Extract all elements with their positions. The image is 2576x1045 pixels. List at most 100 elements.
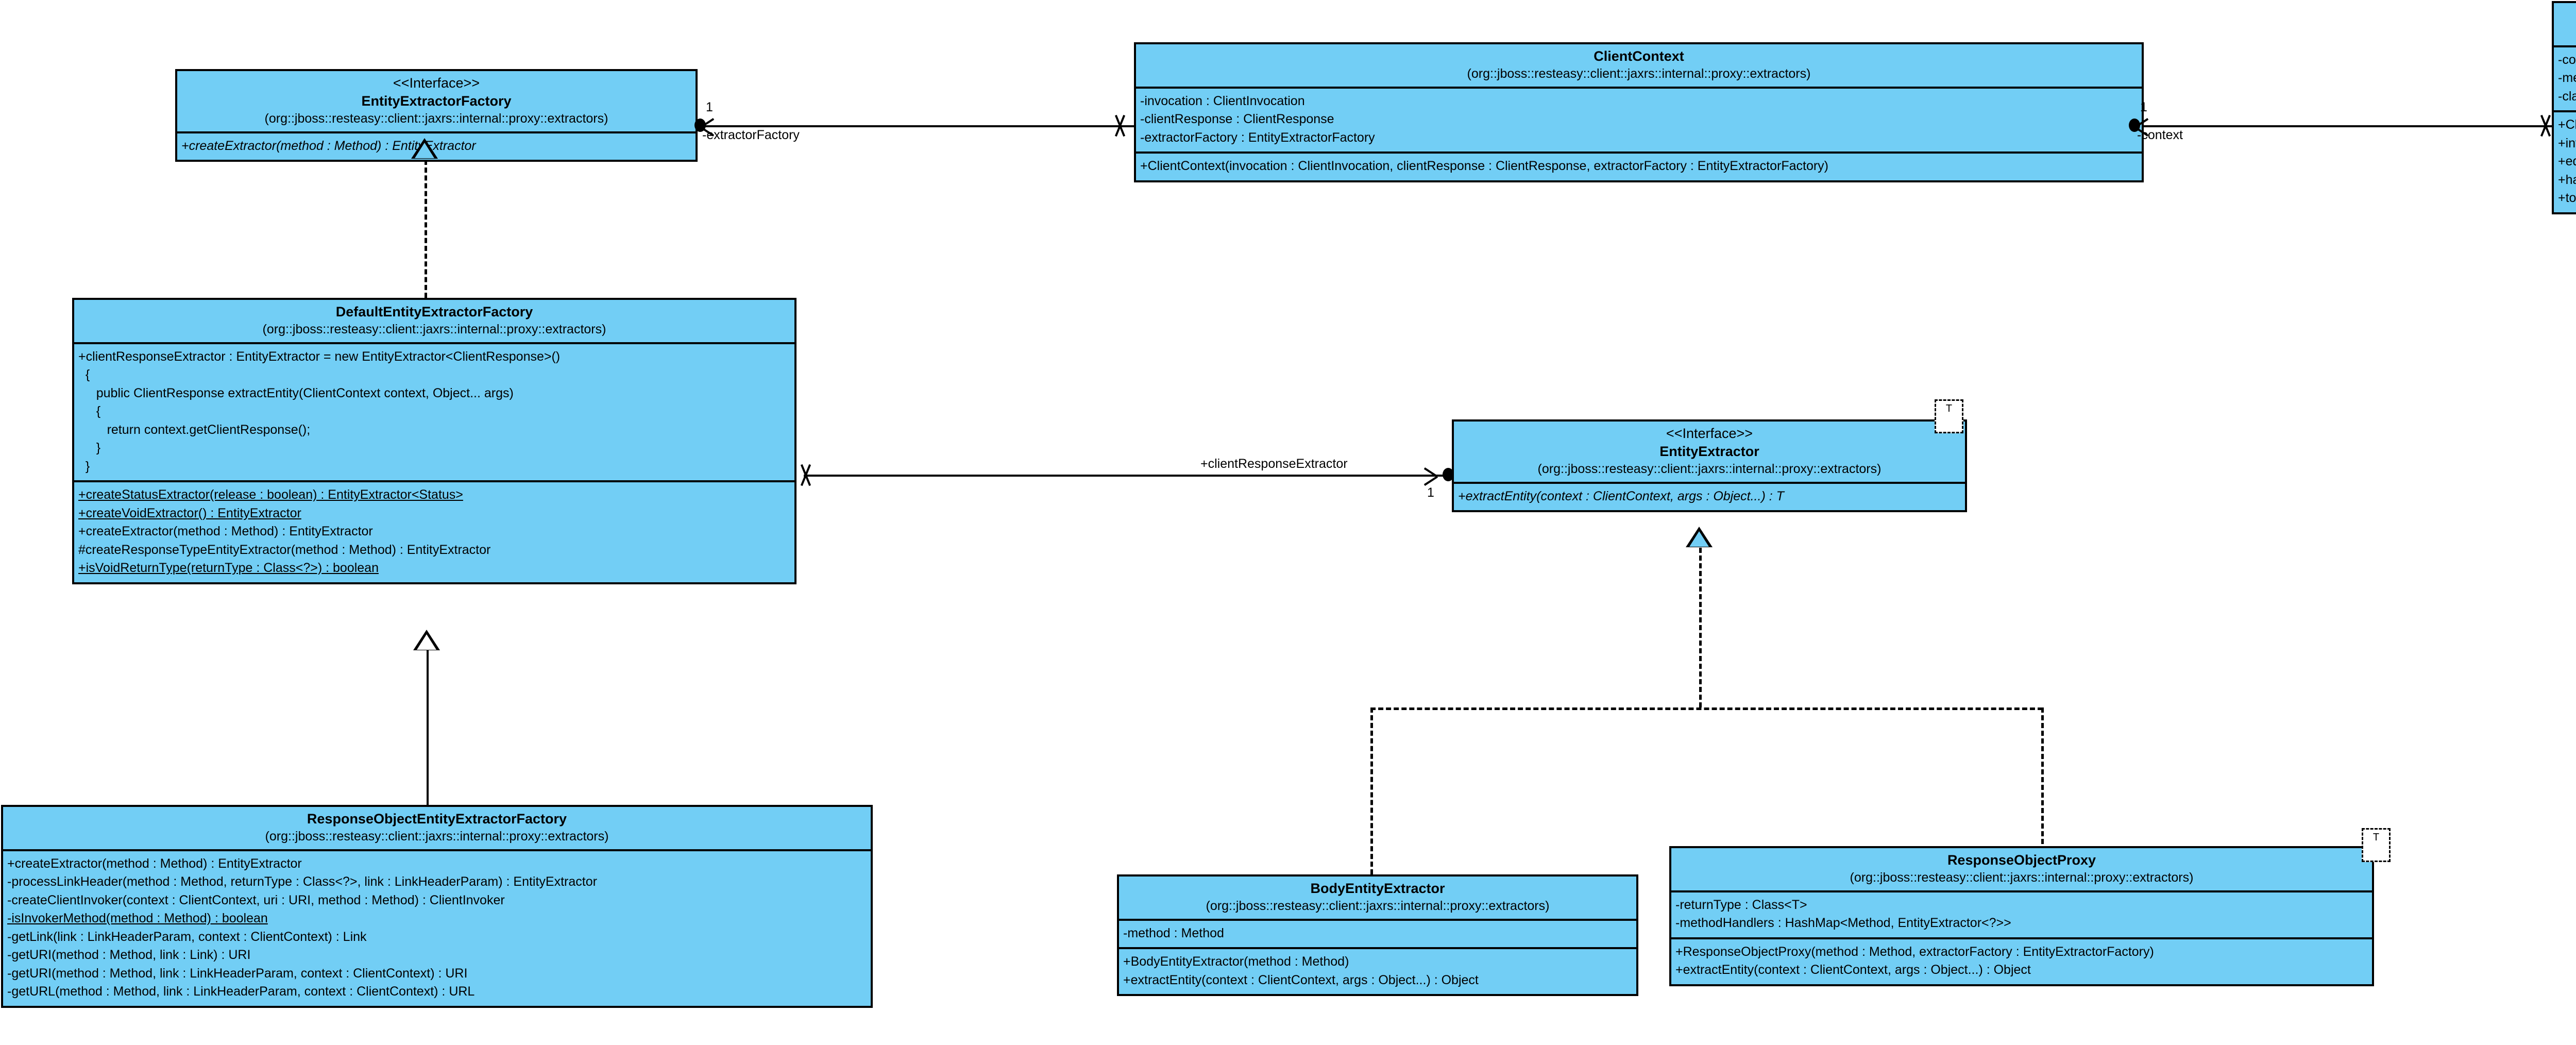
attribute-row: public ClientResponse extractEntity(Clie… xyxy=(78,385,514,400)
association-clientresponseextractor-multiplicity: 1 xyxy=(1427,485,1434,500)
class-entity-extractor-factory-operations: +createExtractor(method : Method) : Enti… xyxy=(177,133,696,160)
operation-row: +equals(obj : Object) : boolean xyxy=(2558,154,2576,169)
attribute-row: -method : Method xyxy=(1123,925,1224,940)
operation-row: +extractEntity(context : ClientContext, … xyxy=(1458,488,1784,503)
attribute-row: -context : ClientContext xyxy=(2558,52,2576,67)
class-response-object-proxy[interactable]: ResponseObjectProxy (org::jboss::resteas… xyxy=(1669,846,2374,986)
class-default-entity-extractor-factory-package: (org::jboss::resteasy::client::jaxrs::in… xyxy=(262,322,606,337)
class-entity-extractor-factory-name: EntityExtractorFactory xyxy=(361,93,512,109)
class-client-response-proxy-attributes: -context : ClientContext -methodMap : Ma… xyxy=(2554,47,2576,113)
operation-row: -getURI(method : Method, link : LinkHead… xyxy=(7,966,468,981)
operation-row: -processLinkHeader(method : Method, retu… xyxy=(7,874,597,889)
operation-row: +hashCode() : int xyxy=(2558,172,2576,187)
class-entity-extractor-operations: +extractEntity(context : ClientContext, … xyxy=(1454,484,1965,511)
class-entity-extractor-header: <<Interface>> EntityExtractor (org::jbos… xyxy=(1454,422,1965,484)
class-default-entity-extractor-factory[interactable]: DefaultEntityExtractorFactory (org::jbos… xyxy=(72,298,796,584)
class-client-context-name: ClientContext xyxy=(1594,48,1684,64)
operation-row: +ResponseObjectProxy(method : Method, ex… xyxy=(1675,944,2154,959)
class-client-context-operations: +ClientContext(invocation : ClientInvoca… xyxy=(1136,154,2142,180)
attribute-row: -clazz : Class<?> xyxy=(2558,89,2576,104)
operation-row: +toString() : String xyxy=(2558,191,2576,206)
class-response-object-proxy-name: ResponseObjectProxy xyxy=(1947,852,2096,868)
generalization-responsefactory-to-default-arrowhead xyxy=(413,630,440,650)
operation-row: -getURL(method : Method, link : LinkHead… xyxy=(7,984,475,999)
operation-row: -getURI(method : Method, link : Link) : … xyxy=(7,948,251,963)
realization-responseobjectproxy-branch xyxy=(2041,707,2044,852)
association-extractorfactory-line xyxy=(698,125,1151,127)
class-client-response-proxy-name: ClientResponseProxy xyxy=(2559,6,2576,24)
operation-row: +createExtractor(method : Method) : Enti… xyxy=(78,524,373,539)
association-clientresponseextractor-target-disc xyxy=(1443,468,1454,481)
class-client-response-proxy-package: (org::jboss::resteasy::client::jaxrs::in… xyxy=(2559,24,2576,41)
association-context-multiplicity: 1 xyxy=(2140,100,2147,114)
association-context-line xyxy=(2133,125,2576,127)
operation-row: #createResponseTypeEntityExtractor(metho… xyxy=(78,542,491,557)
operation-row: -getLink(link : LinkHeaderParam, context… xyxy=(7,929,367,944)
realization-entityextractor-crossbar xyxy=(1370,707,2043,710)
operation-row: +ClientContext(invocation : ClientInvoca… xyxy=(1140,159,1828,174)
operation-row: +extractEntity(context : ClientContext, … xyxy=(1675,963,2031,977)
operation-row: +createVoidExtractor() : EntityExtractor xyxy=(78,505,301,520)
class-body-entity-extractor[interactable]: BodyEntityExtractor (org::jboss::resteas… xyxy=(1117,874,1638,997)
class-default-entity-extractor-factory-header: DefaultEntityExtractorFactory (org::jbos… xyxy=(74,300,794,344)
class-body-entity-extractor-operations: +BodyEntityExtractor(method : Method) +e… xyxy=(1119,949,1636,994)
class-default-entity-extractor-factory-name: DefaultEntityExtractorFactory xyxy=(335,304,533,319)
attribute-row: -clientResponse : ClientResponse xyxy=(1140,112,1334,127)
template-parameter-label: T xyxy=(1945,403,1953,414)
realization-entityextractor-arrowhead xyxy=(1686,527,1713,547)
association-clientresponseextractor-nonnavigable-x xyxy=(796,464,814,486)
operation-row: +createStatusExtractor(release : boolean… xyxy=(78,487,463,502)
realization-entityextractor-trunk xyxy=(1699,548,1702,707)
class-entity-extractor[interactable]: <<Interface>> EntityExtractor (org::jbos… xyxy=(1452,419,1967,513)
class-client-response-proxy[interactable]: ClientResponseProxy (org::jboss::resteas… xyxy=(2552,1,2576,214)
attribute-row: -methodHandlers : HashMap<Method, Entity… xyxy=(1675,916,2011,931)
operation-row: +BodyEntityExtractor(method : Method) xyxy=(1123,954,1349,969)
realization-default-to-factory-arrowhead xyxy=(411,138,438,159)
class-entity-extractor-factory-header: <<Interface>> EntityExtractorFactory (or… xyxy=(177,71,696,133)
class-response-object-proxy-operations: +ResponseObjectProxy(method : Method, ex… xyxy=(1671,939,2372,984)
operation-row: +extractEntity(context : ClientContext, … xyxy=(1123,972,1479,987)
association-clientresponseextractor-line xyxy=(804,475,1453,477)
association-context-nonnavigable-x xyxy=(2536,114,2553,137)
class-client-response-proxy-operations: +ClientResponseProxy(context : ClientCon… xyxy=(2554,112,2576,212)
class-entity-extractor-name: EntityExtractor xyxy=(1659,444,1759,460)
attribute-row: -extractorFactory : EntityExtractorFacto… xyxy=(1140,130,1375,145)
operation-row: +invoke(o : Object, method : Method, arg… xyxy=(2558,136,2576,150)
class-response-object-entity-extractor-factory-operations: +createExtractor(method : Method) : Enti… xyxy=(3,851,871,1006)
class-response-object-entity-extractor-factory-header: ResponseObjectEntityExtractorFactory (or… xyxy=(3,807,871,851)
class-entity-extractor-factory-stereotype: <<Interface>> xyxy=(393,75,480,91)
association-extractorfactory-role: -extractorFactory xyxy=(702,128,800,142)
class-client-context-header: ClientContext (org::jboss::resteasy::cli… xyxy=(1136,44,2142,89)
class-default-entity-extractor-factory-operations: +createStatusExtractor(release : boolean… xyxy=(74,482,794,582)
class-body-entity-extractor-header: BodyEntityExtractor (org::jboss::resteas… xyxy=(1119,877,1636,921)
realization-default-to-factory-line xyxy=(425,160,427,298)
operation-row: -createClientInvoker(context : ClientCon… xyxy=(7,892,505,907)
attribute-row: { xyxy=(78,404,101,419)
attribute-row: -methodMap : Map<Method, EntityExtractor… xyxy=(2558,71,2576,86)
operation-row: +isVoidReturnType(returnType : Class<?>)… xyxy=(78,561,379,576)
attribute-row: -returnType : Class<T> xyxy=(1675,897,1807,912)
class-response-object-proxy-package: (org::jboss::resteasy::client::jaxrs::in… xyxy=(1850,870,2194,885)
class-default-entity-extractor-factory-attributes: +clientResponseExtractor : EntityExtract… xyxy=(74,344,794,483)
association-context-role: -context xyxy=(2137,128,2183,142)
class-response-object-entity-extractor-factory-name: ResponseObjectEntityExtractorFactory xyxy=(307,811,567,827)
class-response-object-proxy-header: ResponseObjectProxy (org::jboss::resteas… xyxy=(1671,848,2372,892)
association-clientresponseextractor-role: +clientResponseExtractor xyxy=(1200,457,1348,471)
template-parameter-box-entity-extractor: T xyxy=(1935,399,1963,433)
attribute-row: } xyxy=(78,459,90,474)
association-extractorfactory-multiplicity: 1 xyxy=(706,100,713,114)
operation-row: +createExtractor(method : Method) : Enti… xyxy=(181,138,476,153)
class-body-entity-extractor-package: (org::jboss::resteasy::client::jaxrs::in… xyxy=(1206,899,1550,914)
class-response-object-entity-extractor-factory[interactable]: ResponseObjectEntityExtractorFactory (or… xyxy=(1,805,873,1008)
class-entity-extractor-factory-package: (org::jboss::resteasy::client::jaxrs::in… xyxy=(264,111,608,126)
template-parameter-label: T xyxy=(2372,832,2380,843)
class-body-entity-extractor-attributes: -method : Method xyxy=(1119,921,1636,950)
class-client-context[interactable]: ClientContext (org::jboss::resteasy::cli… xyxy=(1134,42,2144,182)
class-response-object-proxy-attributes: -returnType : Class<T> -methodHandlers :… xyxy=(1671,892,2372,939)
association-extractorfactory-nonnavigable-x xyxy=(1110,114,1128,137)
class-body-entity-extractor-name: BodyEntityExtractor xyxy=(1310,881,1445,896)
class-client-response-proxy-header: ClientResponseProxy (org::jboss::resteas… xyxy=(2554,3,2576,47)
operation-row: +createExtractor(method : Method) : Enti… xyxy=(7,856,302,871)
attribute-row: return context.getClientResponse(); xyxy=(78,422,311,437)
